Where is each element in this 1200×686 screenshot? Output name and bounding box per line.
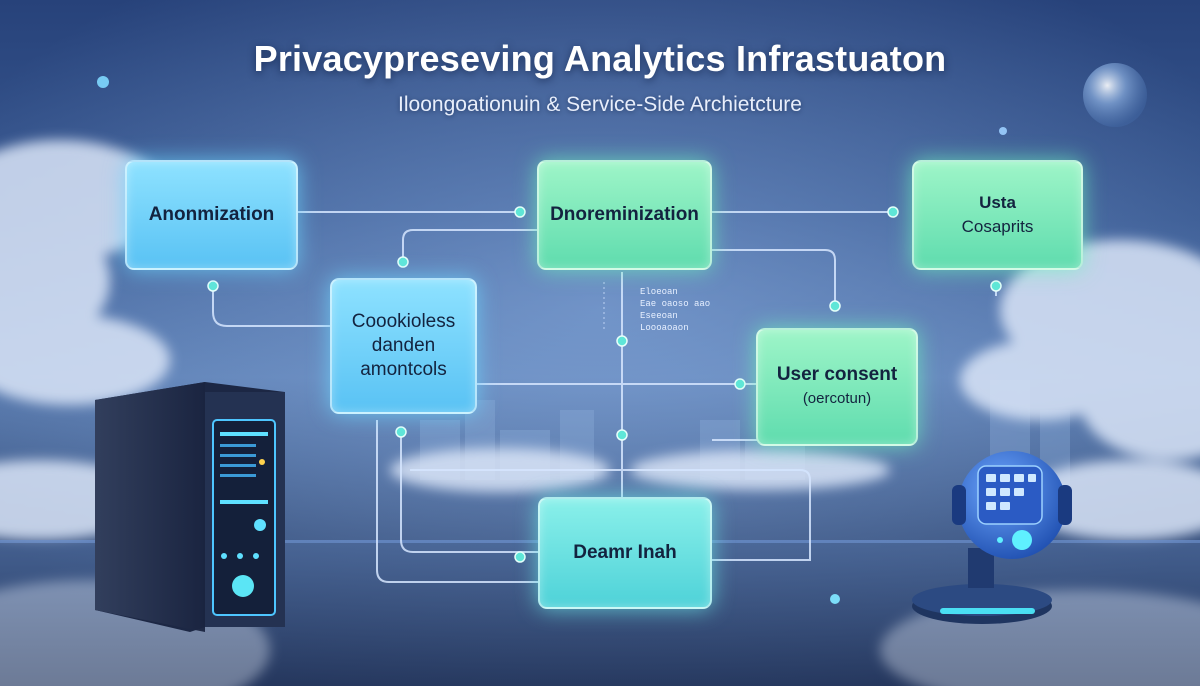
node-deamr: Deamr Inah	[538, 497, 712, 609]
node-denormalization: Dnoreminization	[537, 160, 712, 270]
annotation-note: Eloeoan	[640, 287, 678, 297]
node-anonymization-label: Anonmization	[148, 204, 275, 225]
node-anonymization: Anonmization	[125, 160, 298, 270]
node-cookieless-line3: amontcols	[360, 359, 447, 380]
node-usta-line1: Usta	[979, 193, 1016, 212]
annotation-notes: Eloeoan Eae oaoso aao Eseeoan Loooaoaon	[640, 286, 710, 334]
annotation-note: Eae oaoso aao	[640, 299, 711, 309]
node-usta-line2: Cosaprits	[961, 217, 1034, 236]
node-user-consent: User consent (oercotun)	[756, 328, 918, 446]
node-cookieless-line2: danden	[371, 335, 436, 356]
page-subtitle: Iloongoationuin & Service-Side Archietct…	[398, 93, 802, 116]
page-title: Privacypreseving Analytics Infrastuaton	[253, 38, 947, 79]
annotation-note: Eseeoan	[640, 311, 678, 321]
node-denormalization-label: Dnoreminization	[550, 204, 699, 225]
annotation-note: Loooaoaon	[640, 323, 689, 333]
node-user-consent-line1: User consent	[776, 364, 898, 385]
node-cookieless: Coookioless danden amontcols	[330, 278, 477, 414]
node-usta: Usta Cosaprits	[912, 160, 1083, 270]
node-deamr-label: Deamr Inah	[573, 542, 677, 563]
robot	[912, 451, 1072, 624]
node-cookieless-line1: Coookioless	[351, 311, 456, 332]
server-tower	[95, 382, 285, 632]
node-user-consent-line2: (oercotun)	[802, 390, 872, 407]
